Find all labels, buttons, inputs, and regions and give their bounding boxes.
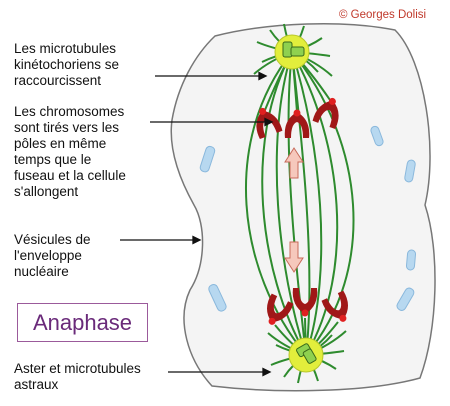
- label-line: raccourcissent: [14, 73, 119, 89]
- copyright-notice: © Georges Dolisi: [339, 9, 426, 21]
- label-line: s'allongent: [14, 184, 126, 200]
- label-line: l'enveloppe: [14, 248, 91, 264]
- label-line: temps que le: [14, 152, 126, 168]
- label-chromosomes-pulled: Les chromosomes sont tirés vers les pôle…: [14, 104, 126, 200]
- label-line: nucléaire: [14, 264, 91, 280]
- label-line: kinétochoriens se: [14, 57, 119, 73]
- label-line: sont tirés vers les: [14, 120, 126, 136]
- label-aster-microtubules: Aster et microtubules astraux: [14, 361, 141, 393]
- phase-title-box: Anaphase: [17, 303, 148, 342]
- kinetochore: [294, 110, 301, 117]
- label-line: pôles en même: [14, 136, 126, 152]
- label-line: Les microtubules: [14, 41, 119, 57]
- label-line: fuseau et la cellule: [14, 168, 126, 184]
- label-line: Aster et microtubules: [14, 361, 141, 377]
- label-line: Les chromosomes: [14, 104, 126, 120]
- phase-title: Anaphase: [18, 304, 147, 341]
- label-kinetochore-microtubules: Les microtubules kinétochoriens se racco…: [14, 41, 119, 89]
- pointer-arrowhead: [193, 237, 200, 244]
- upper-centrosome: [275, 35, 309, 69]
- kinetochore: [302, 310, 309, 317]
- label-line: astraux: [14, 377, 141, 393]
- label-line: Vésicules de: [14, 232, 91, 248]
- vesicle: [406, 250, 416, 271]
- label-nuclear-envelope-vesicles: Vésicules de l'enveloppe nucléaire: [14, 232, 91, 280]
- lower-centrosome: [289, 338, 323, 372]
